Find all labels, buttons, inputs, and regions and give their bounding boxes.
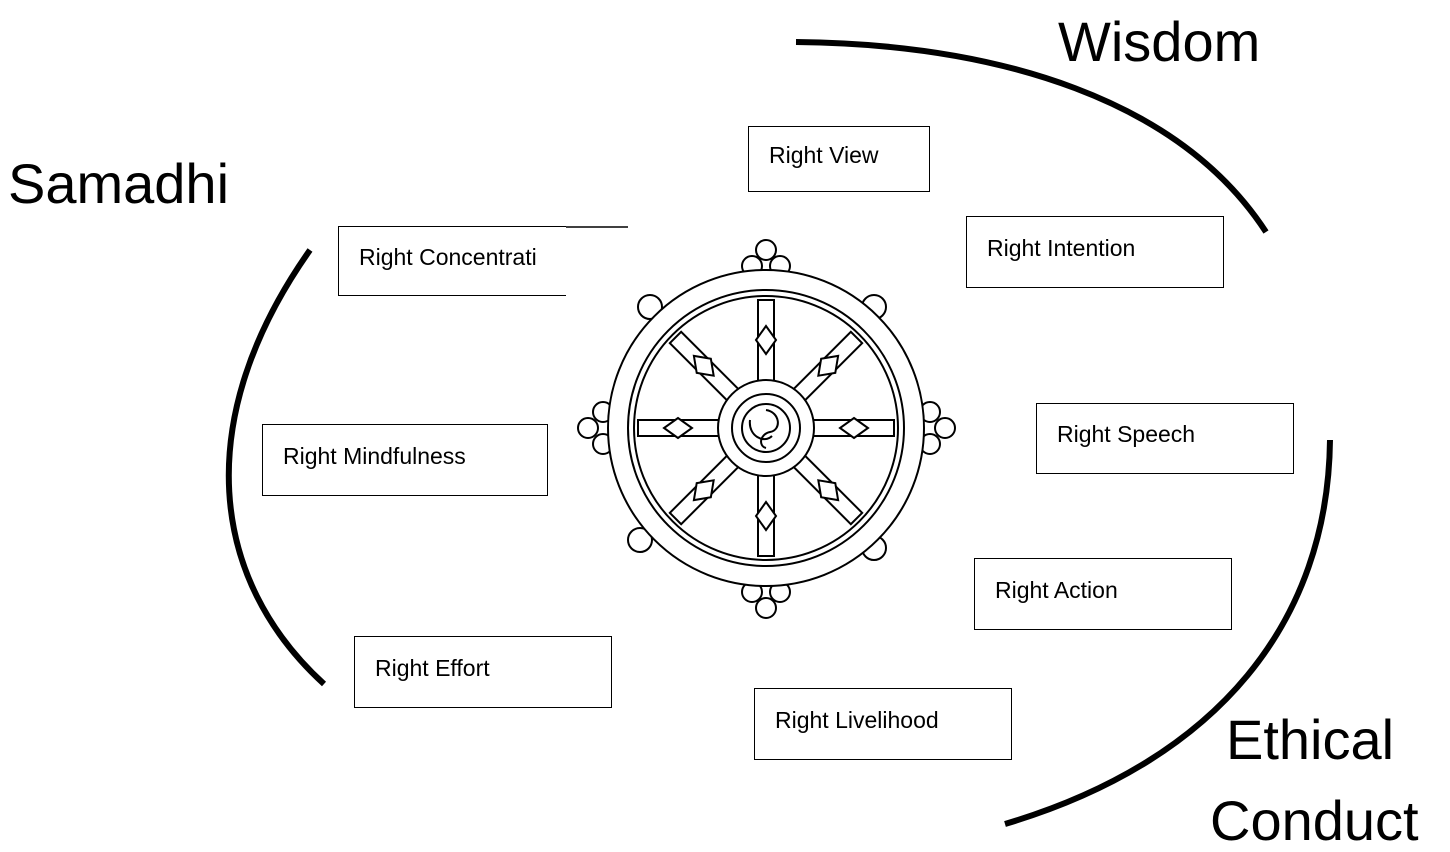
- right-mindfulness-box: Right Mindfulness: [262, 424, 548, 496]
- right-intention-box: Right Intention: [966, 216, 1224, 288]
- right-speech-box: Right Speech: [1036, 403, 1294, 474]
- wisdom-arc: [795, 39, 1269, 234]
- right-livelihood-box: Right Livelihood: [754, 688, 1012, 760]
- right-intention-label: Right Intention: [987, 234, 1136, 261]
- right-view-label: Right View: [769, 141, 879, 168]
- right-action-box: Right Action: [974, 558, 1232, 630]
- ethical-label: Ethical: [1226, 708, 1395, 771]
- ethical-conduct-arc: [1004, 439, 1333, 827]
- right-speech-label: Right Speech: [1057, 421, 1196, 447]
- right-view-box: Right View: [748, 126, 930, 192]
- right-effort-box: Right Effort: [354, 636, 612, 708]
- right-effort-label: Right Effort: [375, 654, 490, 681]
- samadhi-arc: [225, 248, 327, 687]
- wisdom-label: Wisdom: [1058, 10, 1261, 73]
- samadhi-label: Samadhi: [8, 152, 230, 215]
- wheel-spoke: [754, 299, 778, 393]
- right-livelihood-label: Right Livelihood: [775, 706, 939, 733]
- right-action-label: Right Action: [995, 576, 1118, 603]
- right-concentration-label: Right Concentrati: [359, 243, 537, 270]
- right-concentration-box: Right Concentrati: [338, 226, 566, 296]
- conduct-label: Conduct: [1210, 789, 1419, 852]
- right-mindfulness-label: Right Mindfulness: [283, 442, 466, 469]
